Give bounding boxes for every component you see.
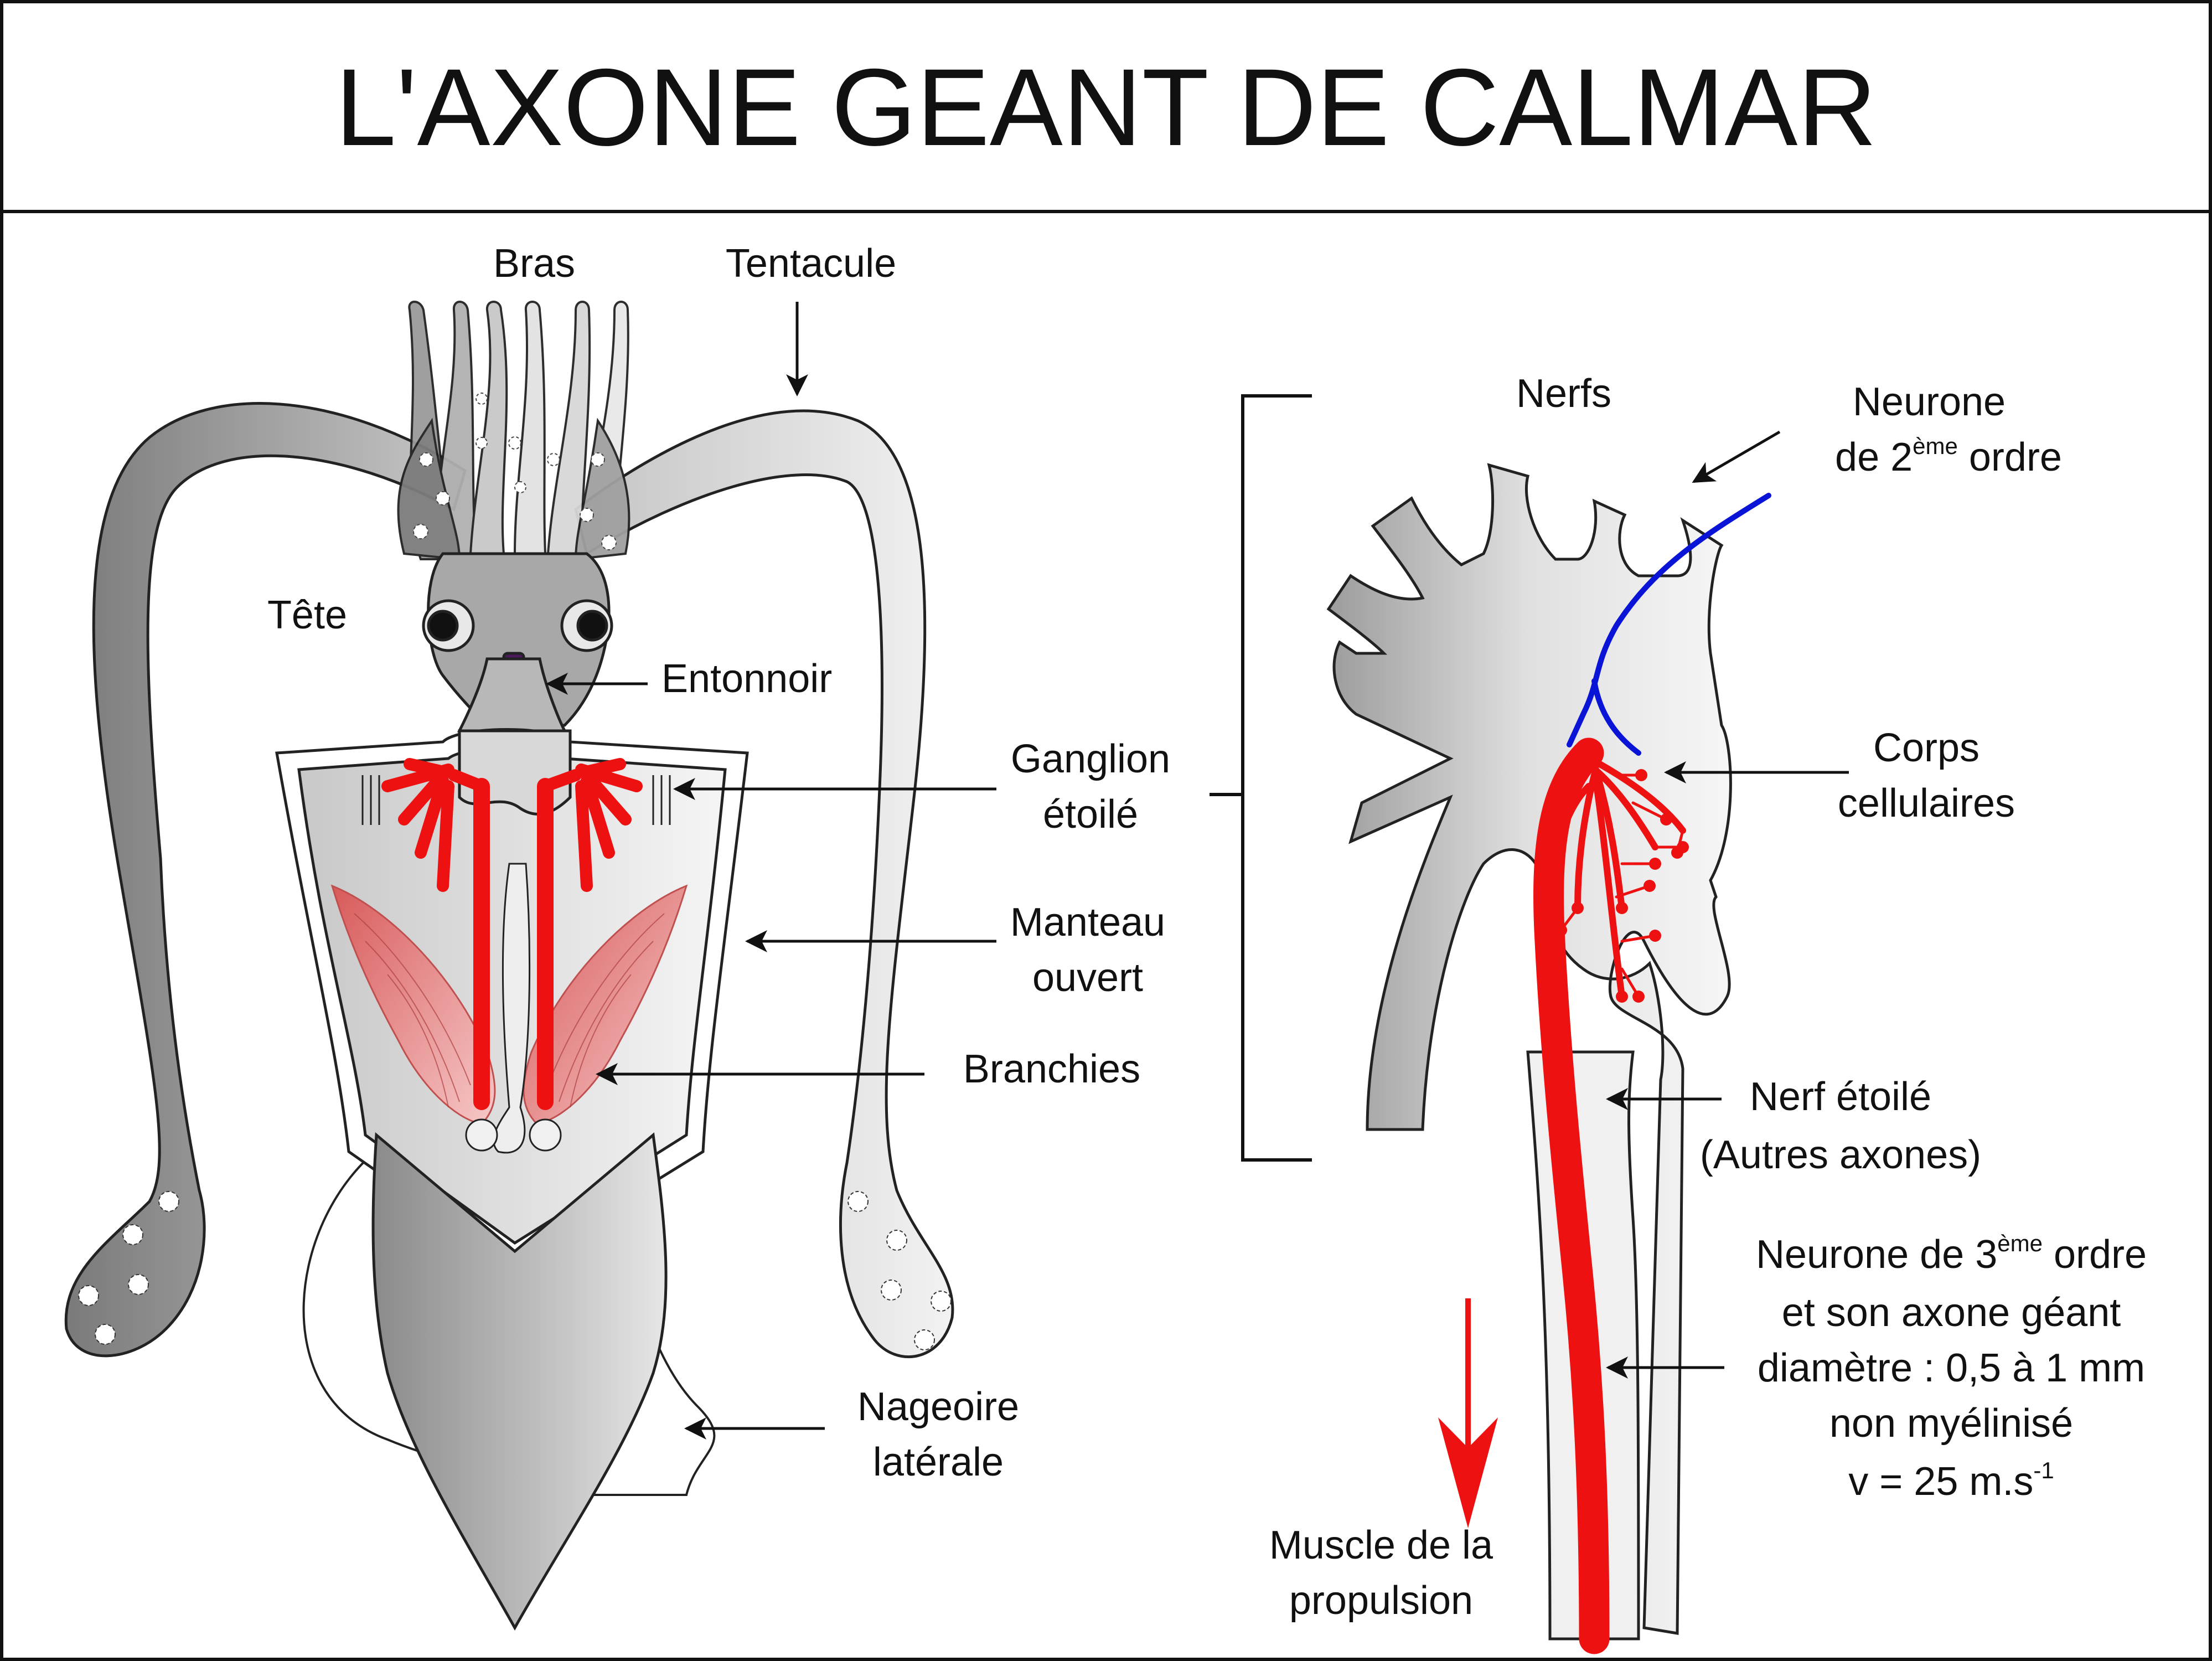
label-corps-1: Corps	[1873, 726, 1980, 770]
label-nageoire-2: latérale	[873, 1440, 1004, 1484]
label-third-order-5: v = 25 m.s-1	[1848, 1457, 2054, 1504]
ganglion-bracket	[1210, 394, 1312, 1162]
label-second-order-2: de 2ème ordre	[1835, 433, 2062, 479]
stellate-ganglion-right	[539, 758, 643, 892]
neuron-labels: Nerfs Neurone de 2ème ordre Corps cellul…	[1269, 372, 2147, 1623]
third-order-neuron-giant-axon	[1533, 737, 1686, 1654]
label-corps-2: cellulaires	[1838, 781, 2015, 826]
squid-pointer-arrows	[546, 302, 996, 1440]
squid-illustration	[64, 301, 954, 1631]
label-ganglion-1: Ganglion	[1011, 737, 1170, 781]
second-order-neuron-axon	[1567, 493, 1771, 756]
page-title: L'AXONE GEANT DE CALMAR	[335, 46, 1877, 168]
label-manteau-1: Manteau	[1010, 900, 1165, 945]
squid-eyes	[422, 599, 613, 652]
mantle-collar-lines	[361, 775, 671, 825]
stellate-ganglion-shape	[1326, 463, 1732, 1635]
label-nerfs: Nerfs	[1516, 372, 1611, 416]
label-third-order-1: Neurone de 3ème ordre	[1756, 1230, 2147, 1277]
propulsion-arrow	[1438, 1298, 1498, 1528]
label-third-order-2: et son axone géant	[1782, 1291, 2121, 1335]
gill-heart-right	[529, 1118, 562, 1152]
label-muscle-2: propulsion	[1289, 1579, 1473, 1623]
arm-suckers	[413, 393, 617, 550]
gill-heart-left	[465, 1118, 498, 1152]
label-nerf-etoile-1: Nerf étoilé	[1750, 1075, 1931, 1119]
giant-axons-mantle	[473, 778, 554, 1110]
label-third-order-4: non myélinisé	[1829, 1401, 2073, 1446]
label-third-order-3: diamètre : 0,5 à 1 mm	[1758, 1346, 2145, 1390]
tentacle-right	[574, 409, 954, 1358]
label-ganglion-2: étoilé	[1043, 792, 1138, 837]
internal-pen	[493, 863, 531, 1154]
squid-body	[371, 1132, 668, 1631]
label-bras: Bras	[493, 241, 575, 286]
label-nerf-etoile-2: (Autres axones)	[1700, 1133, 1981, 1177]
tentacle-left	[64, 402, 467, 1358]
stellate-ganglion-left	[381, 758, 488, 892]
label-second-order-1: Neurone	[1853, 380, 2006, 424]
label-tentacule: Tentacule	[726, 241, 896, 286]
neuron-pointer-arrows	[1606, 430, 1849, 1379]
label-entonnoir: Entonnoir	[661, 657, 832, 701]
label-branchies: Branchies	[963, 1047, 1140, 1091]
label-tete: Tête	[267, 593, 347, 637]
squid-labels: Bras Tentacule Tête Entonnoir Ganglion é…	[267, 241, 1170, 1484]
arms	[397, 301, 630, 561]
label-muscle-1: Muscle de la	[1269, 1523, 1493, 1567]
label-nageoire-1: Nageoire	[857, 1385, 1019, 1429]
tentacle-suckers	[78, 1191, 952, 1350]
cell-bodies	[1549, 769, 1689, 1003]
label-manteau-2: ouvert	[1032, 956, 1143, 1000]
gill-lamellae	[354, 913, 665, 1108]
